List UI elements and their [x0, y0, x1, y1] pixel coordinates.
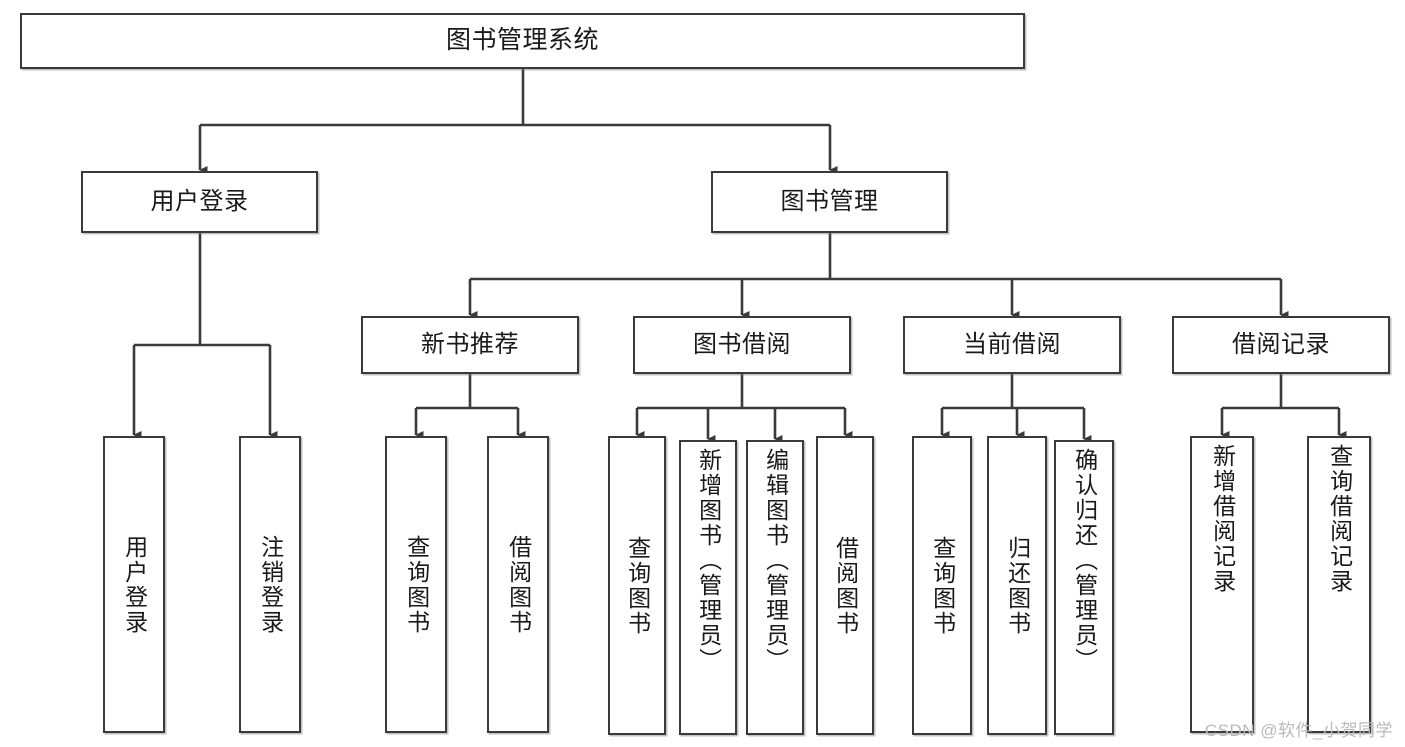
node-label: 用户登录	[121, 534, 148, 635]
node-label: 借阅图书	[832, 535, 859, 636]
node-label: 确认归还（管理员）	[1071, 448, 1098, 673]
node-b-query: 查询图书	[608, 436, 666, 735]
node-c-confirm: 确认归还（管理员）	[1054, 440, 1114, 735]
node-label: 编辑图书（管理员）	[762, 448, 789, 673]
node-label: 注销登录	[257, 534, 284, 635]
node-r-query: 查询借阅记录	[1307, 436, 1371, 733]
node-bookmgmt: 图书管理	[711, 171, 948, 233]
node-r-add: 新增借阅记录	[1190, 436, 1254, 733]
node-n-borrow: 借阅图书	[487, 436, 549, 733]
node-label: 图书管理	[780, 187, 879, 215]
node-label: 图书借阅	[693, 330, 791, 358]
node-root: 图书管理系统	[20, 13, 1025, 69]
node-label: 新书推荐	[421, 330, 519, 358]
node-b-add: 新增图书（管理员）	[679, 440, 737, 735]
node-login: 用户登录	[81, 171, 318, 233]
node-label: 新增图书（管理员）	[695, 448, 722, 673]
node-c-return: 归还图书	[987, 436, 1047, 735]
node-records: 借阅记录	[1172, 316, 1390, 374]
node-c-query: 查询图书	[912, 436, 972, 735]
node-l-logout: 注销登录	[239, 436, 301, 733]
node-n-query: 查询图书	[385, 436, 447, 733]
node-b-edit: 编辑图书（管理员）	[746, 440, 804, 735]
node-label: 查询借阅记录	[1326, 444, 1353, 594]
node-label: 查询图书	[624, 535, 651, 636]
node-label: 图书管理系统	[445, 26, 599, 55]
node-l-login: 用户登录	[103, 436, 165, 733]
node-current: 当前借阅	[903, 316, 1121, 374]
node-b-lend: 借阅图书	[816, 436, 874, 735]
node-label: 用户登录	[150, 187, 249, 215]
node-label: 当前借阅	[963, 330, 1061, 358]
node-label: 借阅记录	[1232, 330, 1330, 358]
node-label: 新增借阅记录	[1209, 444, 1236, 594]
node-borrow: 图书借阅	[633, 316, 851, 374]
node-label: 查询图书	[403, 534, 430, 635]
node-label: 借阅图书	[505, 534, 532, 635]
node-label: 归还图书	[1004, 535, 1031, 636]
node-label: 查询图书	[929, 535, 956, 636]
watermark-label: CSDN @软件_小贺同学	[1204, 721, 1393, 740]
node-newbook: 新书推荐	[361, 316, 579, 374]
